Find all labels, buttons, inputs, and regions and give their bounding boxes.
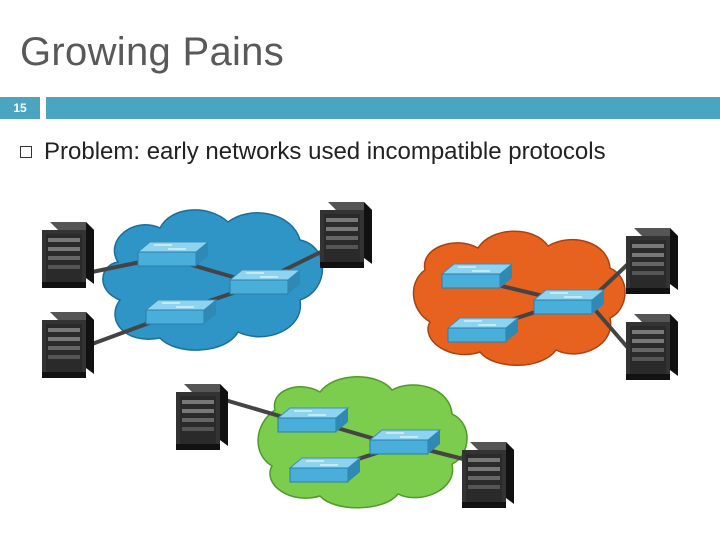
switch-icon	[447, 317, 519, 343]
server-icon	[320, 202, 372, 268]
slide-title: Growing Pains	[20, 30, 285, 74]
server-icon	[626, 314, 678, 380]
network-orange	[412, 228, 678, 380]
network-blue	[42, 202, 372, 378]
switch-icon	[137, 241, 209, 267]
switch-icon	[145, 299, 217, 325]
server-icon	[176, 384, 228, 450]
server-icon	[42, 312, 94, 378]
slide-number-bar: 15	[0, 97, 720, 119]
server-icon	[626, 228, 678, 294]
server-icon	[42, 222, 94, 288]
square-bullet-icon	[20, 146, 32, 158]
network-green	[176, 376, 514, 509]
bullet-text: Problem: early networks used incompatibl…	[44, 138, 606, 165]
switch-icon	[533, 289, 605, 315]
slide-number: 15	[0, 97, 40, 119]
switch-icon	[369, 429, 441, 455]
switch-icon	[277, 407, 349, 433]
switch-icon	[441, 263, 513, 289]
switch-icon	[229, 269, 301, 295]
accent-bar	[46, 97, 720, 119]
server-icon	[462, 442, 514, 508]
switch-icon	[289, 457, 361, 483]
